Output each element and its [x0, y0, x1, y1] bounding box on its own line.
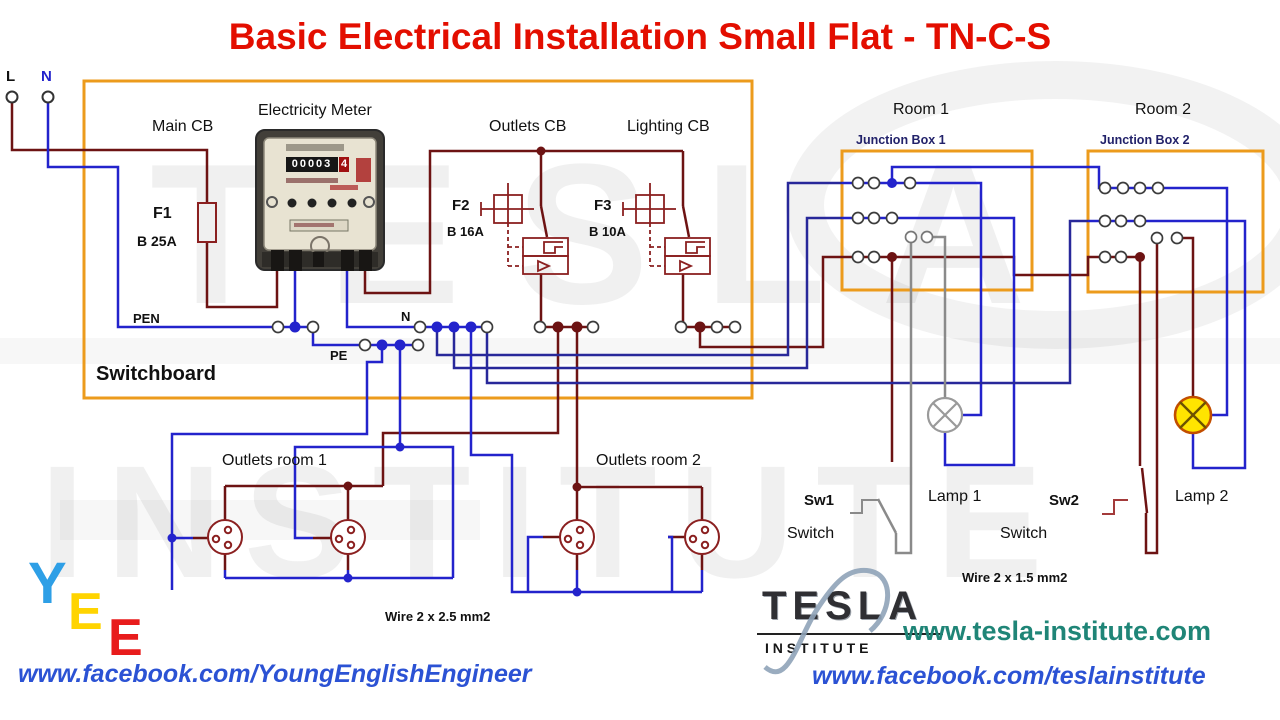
tesla-wordmark: TESLA [762, 584, 924, 628]
tesla-website-link[interactable]: www.tesla-institute.com [903, 616, 1212, 646]
socket-2 [330, 519, 366, 555]
watermark-ring [786, 61, 1280, 349]
supply-n-label: N [41, 68, 52, 85]
f1-label: F1 [153, 205, 172, 222]
supply-terminals [5, 90, 55, 104]
junction-box1-label: Junction Box 1 [856, 133, 946, 147]
facebook-link-right[interactable]: www.facebook.com/teslainstitute [812, 662, 1206, 690]
meter-reading: 00003 [286, 157, 338, 172]
enclosure-boxes [82, 79, 1265, 400]
junction-box2-label: Junction Box 2 [1100, 133, 1190, 147]
terminal-N [41, 90, 55, 104]
main-cb-label: Main CB [152, 118, 214, 135]
yee-logo-e2: E [108, 609, 143, 667]
meter-reading-last-digit: 4 [339, 157, 349, 172]
sw2-caption: Switch [1000, 525, 1048, 542]
terminal-L [5, 90, 19, 104]
page-title: Basic Electrical Installation Small Flat… [228, 16, 1052, 57]
sw1-caption: Switch [787, 525, 835, 542]
socket-symbols [207, 519, 720, 555]
f3-label: F3 [594, 197, 612, 214]
outlets-room2-label: Outlets room 2 [596, 452, 701, 469]
yee-logo-e1: E [68, 583, 103, 641]
lighting-wire-label: Wire 2 x 1.5 mm2 [962, 570, 1068, 585]
room1-label: Room 1 [893, 101, 950, 118]
neutral-feed-wires [435, 181, 1088, 385]
sw2-label: Sw2 [1049, 492, 1080, 509]
yee-logo-y: Y [28, 551, 67, 616]
lamp2-label: Lamp 2 [1175, 488, 1229, 505]
outlets-cb-label: Outlets CB [489, 118, 567, 135]
lamp1-label: Lamp 1 [928, 488, 982, 505]
socket-4 [684, 519, 720, 555]
sw1-label: Sw1 [804, 492, 835, 509]
f2-label: F2 [452, 197, 470, 214]
socket-3 [559, 519, 595, 555]
electricity-meter [255, 129, 385, 271]
pe-bus-label: PE [330, 348, 348, 363]
lamp1-symbol [926, 396, 964, 434]
room2-label: Room 2 [1135, 101, 1192, 118]
switchboard-label: Switchboard [96, 363, 217, 385]
facebook-link-left[interactable]: www.facebook.com/YoungEnglishEngineer [18, 660, 532, 688]
institute-wordmark: I N S T I T U T E [765, 640, 869, 656]
pen-bus-label: PEN [133, 311, 160, 326]
junction-dots [167, 146, 1145, 597]
switchboard-box [82, 79, 754, 400]
outlets-wire-label: Wire 2 x 2.5 mm2 [385, 609, 491, 624]
f3-rating: B 10A [589, 224, 626, 239]
breaker-f3-symbol [622, 183, 711, 275]
supply-l-label: L [6, 68, 16, 85]
breaker-f2-symbol [480, 183, 569, 275]
n-bus-label: N [401, 309, 411, 324]
junction-box-1 [840, 149, 1034, 292]
terminal-circles [271, 176, 1184, 352]
lamp2-symbol [1173, 395, 1213, 435]
f2-rating: B 16A [447, 224, 484, 239]
socket-1 [207, 519, 243, 555]
f1-rating: B 25A [137, 233, 177, 249]
lighting-cb-label: Lighting CB [627, 118, 710, 135]
outlets-room1-label: Outlets room 1 [222, 452, 327, 469]
fuse-f1-symbol [197, 202, 217, 243]
electricity-meter-label: Electricity Meter [258, 102, 372, 119]
